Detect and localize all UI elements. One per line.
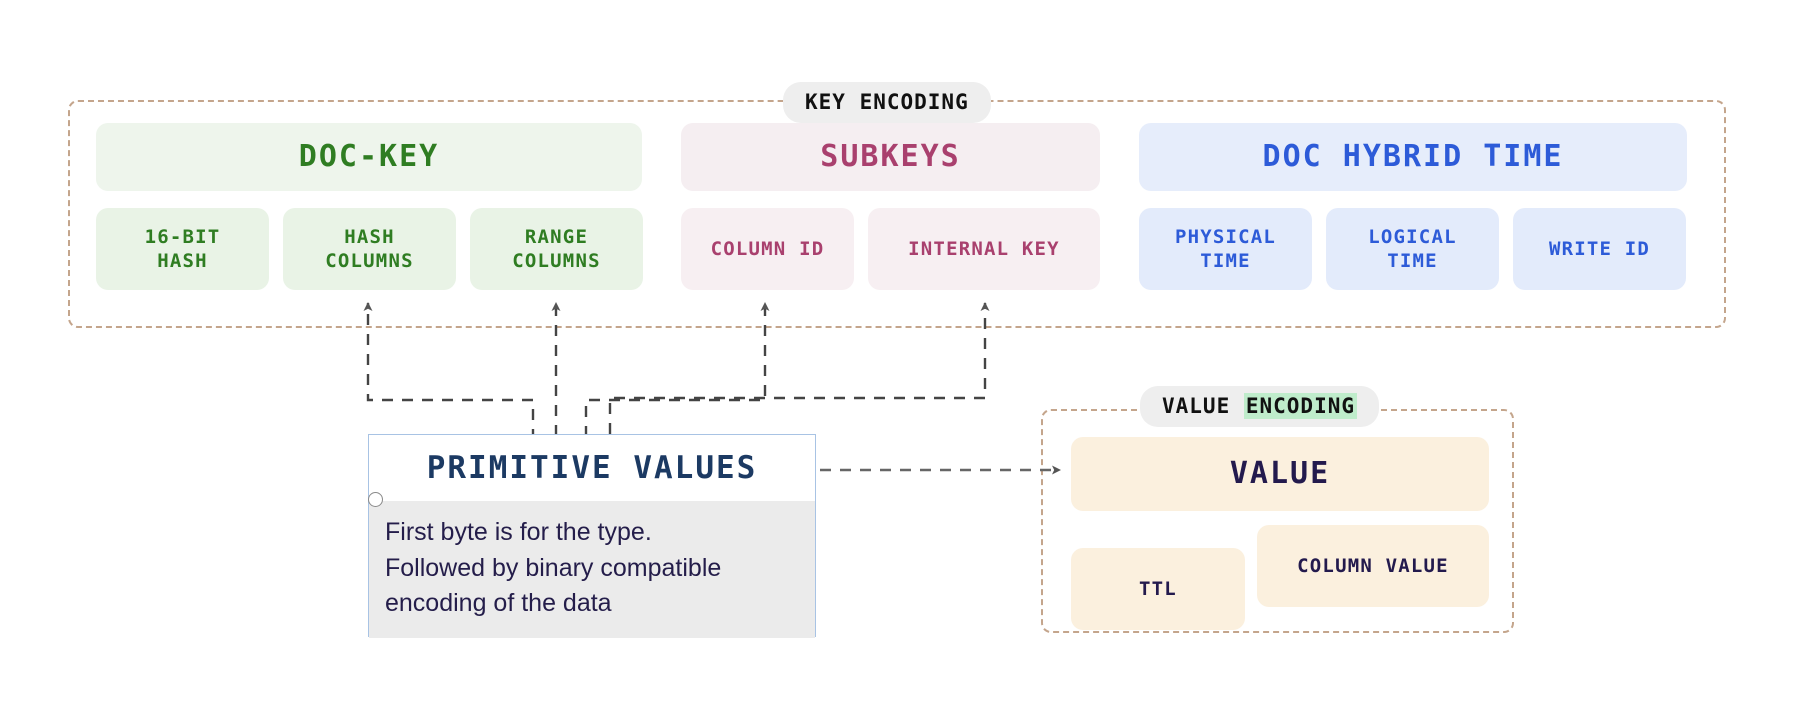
cell-ttl[interactable]: TTL (1071, 548, 1245, 630)
primitive-values-resize-handle[interactable] (368, 492, 383, 507)
doc-hybrid-time-header[interactable]: DOC HYBRID TIME (1139, 123, 1687, 191)
cell-column-id[interactable]: COLUMN ID (681, 208, 854, 290)
cell-write-id[interactable]: WRITE ID (1513, 208, 1686, 290)
cell-internal-key[interactable]: INTERNAL KEY (868, 208, 1100, 290)
cell-physical-time[interactable]: PHYSICAL TIME (1139, 208, 1312, 290)
cell-range-columns[interactable]: RANGE COLUMNS (470, 208, 643, 290)
key-encoding-title: KEY ENCODING (783, 82, 991, 123)
value-encoding-title: VALUE ENCODING (1140, 386, 1380, 427)
primitive-values-note[interactable]: PRIMITIVE VALUES First byte is for the t… (368, 434, 816, 638)
cell-logical-time[interactable]: LOGICAL TIME (1326, 208, 1499, 290)
subkeys-header[interactable]: SUBKEYS (681, 123, 1100, 191)
cell-column-value[interactable]: COLUMN VALUE (1257, 525, 1489, 607)
value-header[interactable]: VALUE (1071, 437, 1489, 511)
cell-hash-columns[interactable]: HASH COLUMNS (283, 208, 456, 290)
value-encoding-title-highlight: ENCODING (1243, 393, 1358, 419)
value-encoding-title-text: VALUE (1162, 394, 1244, 418)
primitive-values-title: PRIMITIVE VALUES (426, 450, 758, 486)
primitive-values-body: First byte is for the type. Followed by … (369, 501, 815, 638)
doc-key-header[interactable]: DOC-KEY (96, 123, 642, 191)
cell-16-bit-hash[interactable]: 16-BIT HASH (96, 208, 269, 290)
